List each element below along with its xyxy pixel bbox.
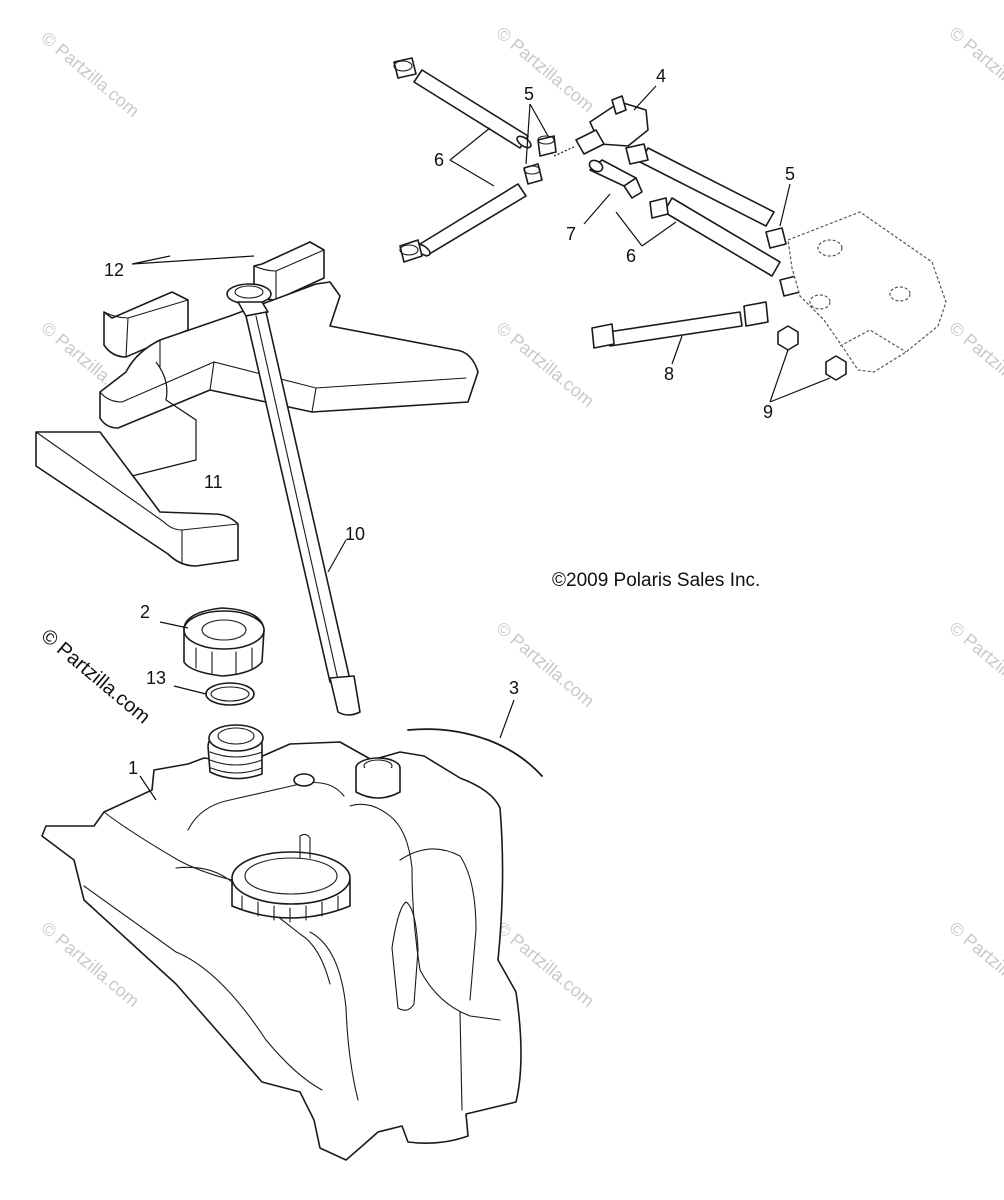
callout-7: 7 [566,224,576,244]
part-13-o-ring [205,682,255,706]
watermark-top-center: © Partzilla.com [492,23,598,116]
callout-11: 11 [204,472,223,492]
callout-10: 10 [345,524,365,544]
callout-5a: 5 [524,84,534,104]
part-10-fuel-sender [226,283,361,716]
watermark-mid-right: © Partzilla.com [945,318,1004,411]
parts-4-9-fuel-lines [393,57,947,381]
copyright-notice: ©2009 Polaris Sales Inc. [552,570,760,591]
partzilla-watermark: © Partzilla.com [37,625,154,728]
watermark-bottom-right: © Partzilla.com [945,918,1004,1011]
callout-6a: 6 [434,150,444,170]
callout-3: 3 [509,678,519,698]
callout-9: 9 [763,402,773,422]
callout-labels: 1 2 3 4 5 5 6 6 7 8 9 10 11 12 13 [104,66,795,778]
part-2-fuel-cap [183,607,265,677]
watermark-mid-center: © Partzilla.com [492,318,598,411]
part-1-fuel-tank [41,724,522,1161]
callout-12: 12 [104,260,124,280]
watermark-top-left: © Partzilla.com [37,28,143,121]
callout-2: 2 [140,602,150,622]
watermark-lower-right: © Partzilla.com [945,618,1004,711]
callout-6b: 6 [626,246,636,266]
part-11-bracket [35,281,479,567]
callout-4: 4 [656,66,666,86]
callout-5b: 5 [785,164,795,184]
leader-lines [131,85,831,801]
callout-13: 13 [146,668,166,688]
watermark-top-right: © Partzilla.com [945,23,1004,116]
part-3-vent-hose [407,728,543,777]
part-12-foam-blocks [103,241,325,358]
callout-8: 8 [664,364,674,384]
callout-1: 1 [128,758,138,778]
